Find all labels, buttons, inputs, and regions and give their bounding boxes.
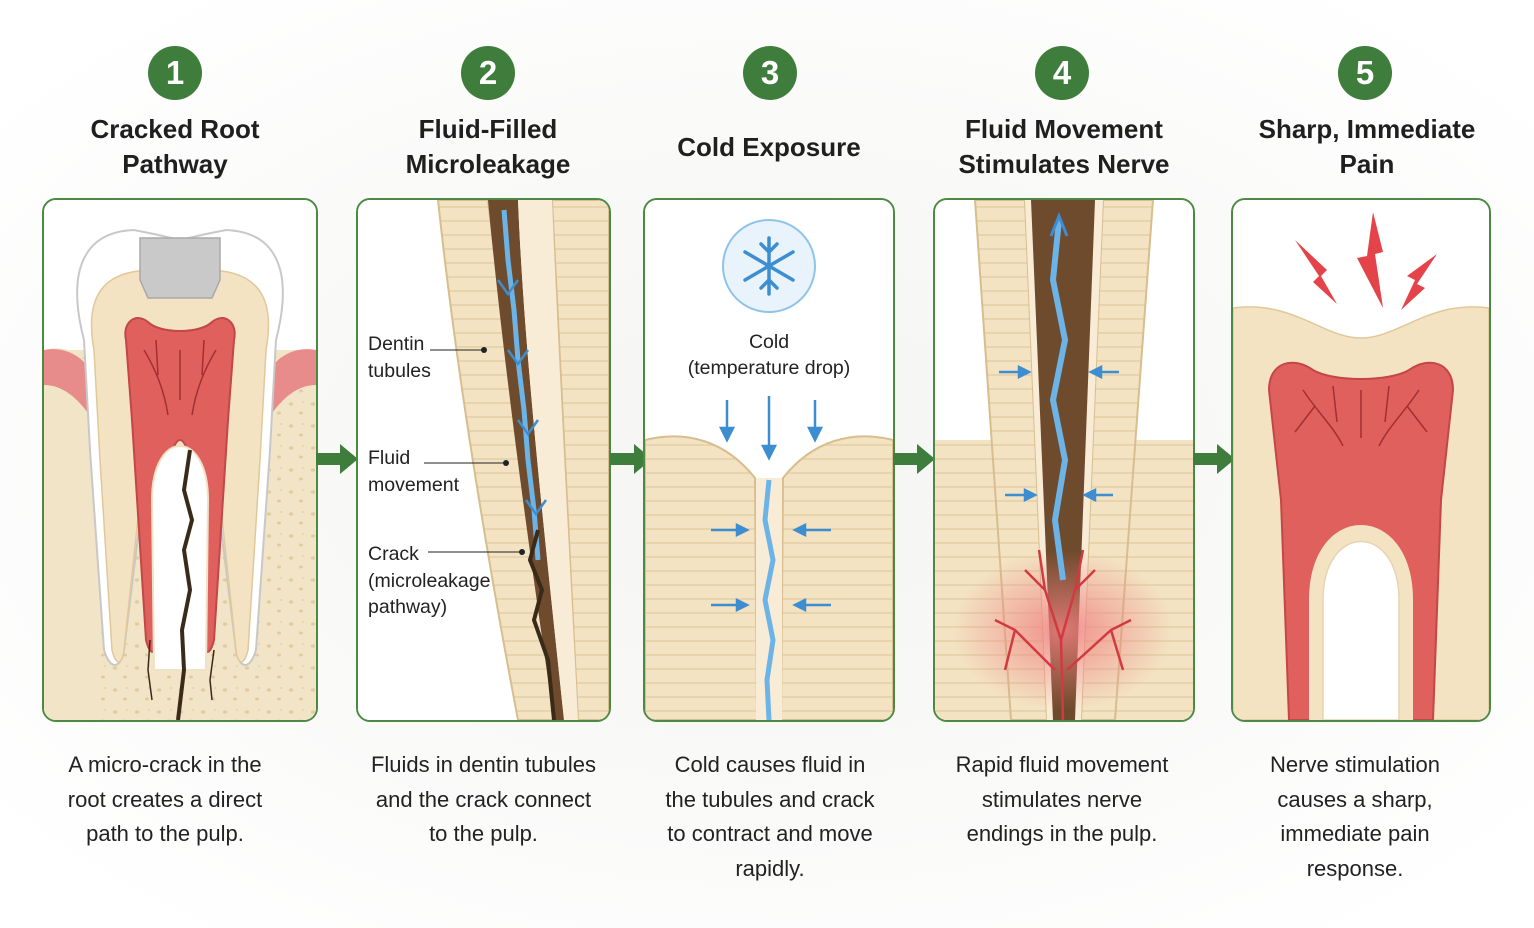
crack: [176, 449, 195, 720]
label-fluid-movement: movement: [368, 474, 460, 496]
step-caption: Fluids in dentin tubules and the crack c…: [370, 752, 597, 846]
right-arrow-icon: [893, 444, 935, 474]
dentin-left: [645, 435, 759, 720]
step-caption: Rapid fluid movement stimulates nerve en…: [955, 752, 1169, 846]
label-crack: Crack: [368, 543, 419, 565]
right-arrow-icon: [1193, 444, 1235, 474]
right-arrow-icon: [610, 444, 652, 474]
step-number-badge: 3: [743, 46, 797, 100]
fluid-stream: [762, 479, 776, 720]
fluid-stream: [1049, 219, 1069, 581]
label-fluid-movement: Fluid: [368, 447, 410, 469]
label-cold: Cold: [749, 331, 789, 353]
step-caption: Nerve stimulation causes a sharp, immedi…: [1270, 752, 1440, 881]
step-number-badge: 5: [1338, 46, 1392, 100]
step-title: Cold Exposure: [677, 131, 861, 162]
step-title: Fluid-Filled Microleakage: [405, 114, 571, 179]
fluid-stream: [501, 209, 541, 561]
step-caption: Cold causes fluid in the tubules and cra…: [665, 752, 875, 881]
pain-response-illustration: [1231, 198, 1491, 722]
step-title: Fluid Movement Stimulates Nerve: [958, 114, 1170, 179]
step-number-badge: 4: [1035, 46, 1089, 100]
label-crack: pathway): [368, 596, 447, 618]
right-arrow-icon: [316, 444, 358, 474]
label-cold: (temperature drop): [688, 357, 851, 379]
step-title: Cracked Root Pathway: [90, 114, 260, 179]
cracked-tooth-illustration: [42, 198, 318, 722]
nerve-endings: [994, 549, 1132, 720]
dentin-right: [779, 435, 893, 720]
cold-exposure-illustration: Cold (temperature drop): [643, 198, 895, 722]
step-caption: A micro-crack in the root creates a dire…: [67, 752, 263, 846]
step-number-badge: 2: [461, 46, 515, 100]
nerve-stimulation-illustration: [933, 198, 1195, 722]
label-dentin-tubules: tubules: [368, 360, 431, 382]
crack: [527, 529, 556, 720]
label-dentin-tubules: Dentin: [368, 333, 424, 355]
step-title: Sharp, Immediate Pain: [1258, 114, 1476, 179]
step-number-badge: 1: [148, 46, 202, 100]
filling: [139, 237, 221, 299]
label-crack: (microleakage: [368, 570, 490, 592]
lightning-bolt-icon: [1295, 212, 1437, 310]
microleakage-illustration: Dentin tubules Fluid movement Crack (mic…: [356, 198, 611, 722]
